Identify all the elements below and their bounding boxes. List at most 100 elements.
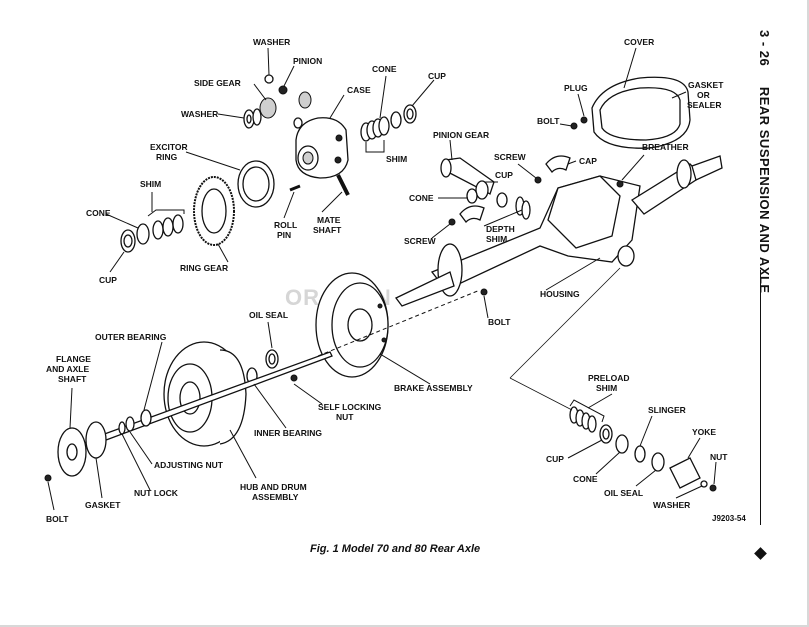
cap-part bbox=[545, 155, 571, 173]
side-rule bbox=[760, 270, 761, 525]
cover-parts bbox=[570, 76, 691, 149]
label-adjusting-nut: ADJUSTING NUT bbox=[154, 460, 224, 470]
differential-parts bbox=[120, 74, 417, 253]
label-breather: BREATHER bbox=[642, 142, 689, 152]
label-self-locking-nut-1: SELF LOCKING bbox=[318, 402, 382, 412]
section-title: REAR SUSPENSION AND AXLE bbox=[757, 86, 772, 294]
cup-top-part-a bbox=[390, 111, 402, 129]
nut-part bbox=[709, 484, 717, 492]
label-excitor-ring-2: RING bbox=[156, 152, 178, 162]
axis-lines bbox=[317, 267, 621, 411]
cup-pinion-part bbox=[475, 180, 489, 200]
label-cup-pinion: CUP bbox=[495, 170, 513, 180]
label-housing: HOUSING bbox=[540, 289, 580, 299]
bolt-bottom-part bbox=[44, 474, 52, 482]
cone-left-part bbox=[136, 223, 150, 245]
label-slinger: SLINGER bbox=[648, 405, 686, 415]
label-nut-lock: NUT LOCK bbox=[134, 488, 179, 498]
label-gasket-sealer-1: GASKET bbox=[688, 80, 724, 90]
wheel-end-parts bbox=[44, 272, 389, 482]
label-washer-left: WASHER bbox=[181, 109, 218, 119]
label-hub-drum-1: HUB AND DRUM bbox=[240, 482, 307, 492]
label-depth-shim-1: DEPTH bbox=[486, 224, 515, 234]
washer-top-part bbox=[264, 74, 274, 84]
leader-lines bbox=[47, 47, 717, 511]
roll-pin-part bbox=[289, 184, 301, 192]
plug-part bbox=[580, 116, 588, 124]
label-inner-bearing: INNER BEARING bbox=[254, 428, 322, 438]
label-flange-1: FLANGE bbox=[56, 354, 91, 364]
pinion-part bbox=[278, 85, 288, 95]
label-washer-yoke: WASHER bbox=[653, 500, 690, 510]
gasket-bottom-part bbox=[85, 421, 107, 459]
self-locking-nut-part bbox=[290, 374, 298, 382]
label-shim-left: SHIM bbox=[140, 179, 161, 189]
slinger-part bbox=[634, 445, 646, 463]
label-roll-pin-1: ROLL bbox=[274, 220, 297, 230]
depth-shim-part bbox=[496, 192, 531, 220]
preload-shim-part bbox=[569, 406, 597, 433]
yoke-parts bbox=[569, 406, 717, 492]
label-cup-yoke: CUP bbox=[546, 454, 564, 464]
label-screw-lower: SCREW bbox=[404, 236, 437, 246]
label-excitor-ring-1: EXCITOR bbox=[150, 142, 188, 152]
label-self-locking-nut-2: NUT bbox=[336, 412, 354, 422]
label-cone-pinion: CONE bbox=[409, 193, 434, 203]
label-cup-top: CUP bbox=[428, 71, 446, 81]
cone-yoke-part bbox=[615, 434, 629, 454]
label-bolt-cover: BOLT bbox=[537, 116, 560, 126]
outer-bearing-part bbox=[140, 409, 152, 427]
label-outer-bearing: OUTER BEARING bbox=[95, 332, 167, 342]
label-cup-left: CUP bbox=[99, 275, 117, 285]
label-flange-2: AND AXLE bbox=[46, 364, 89, 374]
bolt-housing-part bbox=[480, 288, 488, 296]
label-roll-pin-2: PIN bbox=[277, 230, 291, 240]
label-gasket-sealer-3: SEALER bbox=[687, 100, 721, 110]
label-yoke: YOKE bbox=[692, 427, 716, 437]
nut-lock-part bbox=[118, 421, 126, 435]
pinion-parts bbox=[440, 155, 571, 226]
label-side-gear: SIDE GEAR bbox=[194, 78, 241, 88]
yoke-part bbox=[669, 457, 701, 489]
shim-left-part bbox=[152, 214, 184, 240]
pinion-gear-small bbox=[298, 91, 312, 109]
screw-lower-part bbox=[448, 218, 456, 226]
label-pinion: PINION bbox=[293, 56, 322, 66]
part-labels: WASHER PINION SIDE GEAR WASHER CASE CONE… bbox=[46, 37, 728, 524]
label-nut: NUT bbox=[710, 452, 728, 462]
housing-parts bbox=[395, 155, 723, 307]
label-cone-yoke: CONE bbox=[573, 474, 598, 484]
side-gear-part bbox=[259, 97, 277, 119]
label-shim-top: SHIM bbox=[386, 154, 407, 164]
adjusting-nut-part bbox=[125, 416, 135, 432]
cone-top-part bbox=[360, 116, 390, 142]
label-mate-shaft-2: SHAFT bbox=[313, 225, 342, 235]
label-preload-shim-1: PRELOAD bbox=[588, 373, 630, 383]
washer-left-inner bbox=[246, 114, 252, 124]
figure-caption: Fig. 1 Model 70 and 80 Rear Axle bbox=[310, 543, 481, 555]
label-cap: CAP bbox=[579, 156, 597, 166]
label-hub-drum-2: ASSEMBLY bbox=[252, 492, 299, 502]
label-screw-top: SCREW bbox=[494, 152, 527, 162]
label-gasket-bottom: GASKET bbox=[85, 500, 121, 510]
label-brake-assembly: BRAKE ASSEMBLY bbox=[394, 383, 473, 393]
screw-top-part bbox=[534, 176, 542, 184]
figure-code: J9203-54 bbox=[712, 514, 746, 523]
label-flange-3: SHAFT bbox=[58, 374, 87, 384]
side-header: 3 - 26 REAR SUSPENSION AND AXLE bbox=[748, 30, 776, 330]
label-oil-seal-axle: OIL SEAL bbox=[249, 310, 288, 320]
label-cover: COVER bbox=[624, 37, 654, 47]
label-bolt-bottom: BOLT bbox=[46, 514, 69, 524]
label-washer-top: WASHER bbox=[253, 37, 290, 47]
label-mate-shaft-1: MATE bbox=[317, 215, 341, 225]
label-oil-seal-yoke: OIL SEAL bbox=[604, 488, 643, 498]
breather-part bbox=[616, 180, 624, 188]
label-preload-shim-2: SHIM bbox=[596, 383, 617, 393]
mate-shaft-part bbox=[336, 174, 350, 196]
label-cone-left: CONE bbox=[86, 208, 111, 218]
label-cone-top: CONE bbox=[372, 64, 397, 74]
label-plug: PLUG bbox=[564, 83, 588, 93]
washer-yoke-part bbox=[700, 480, 708, 488]
